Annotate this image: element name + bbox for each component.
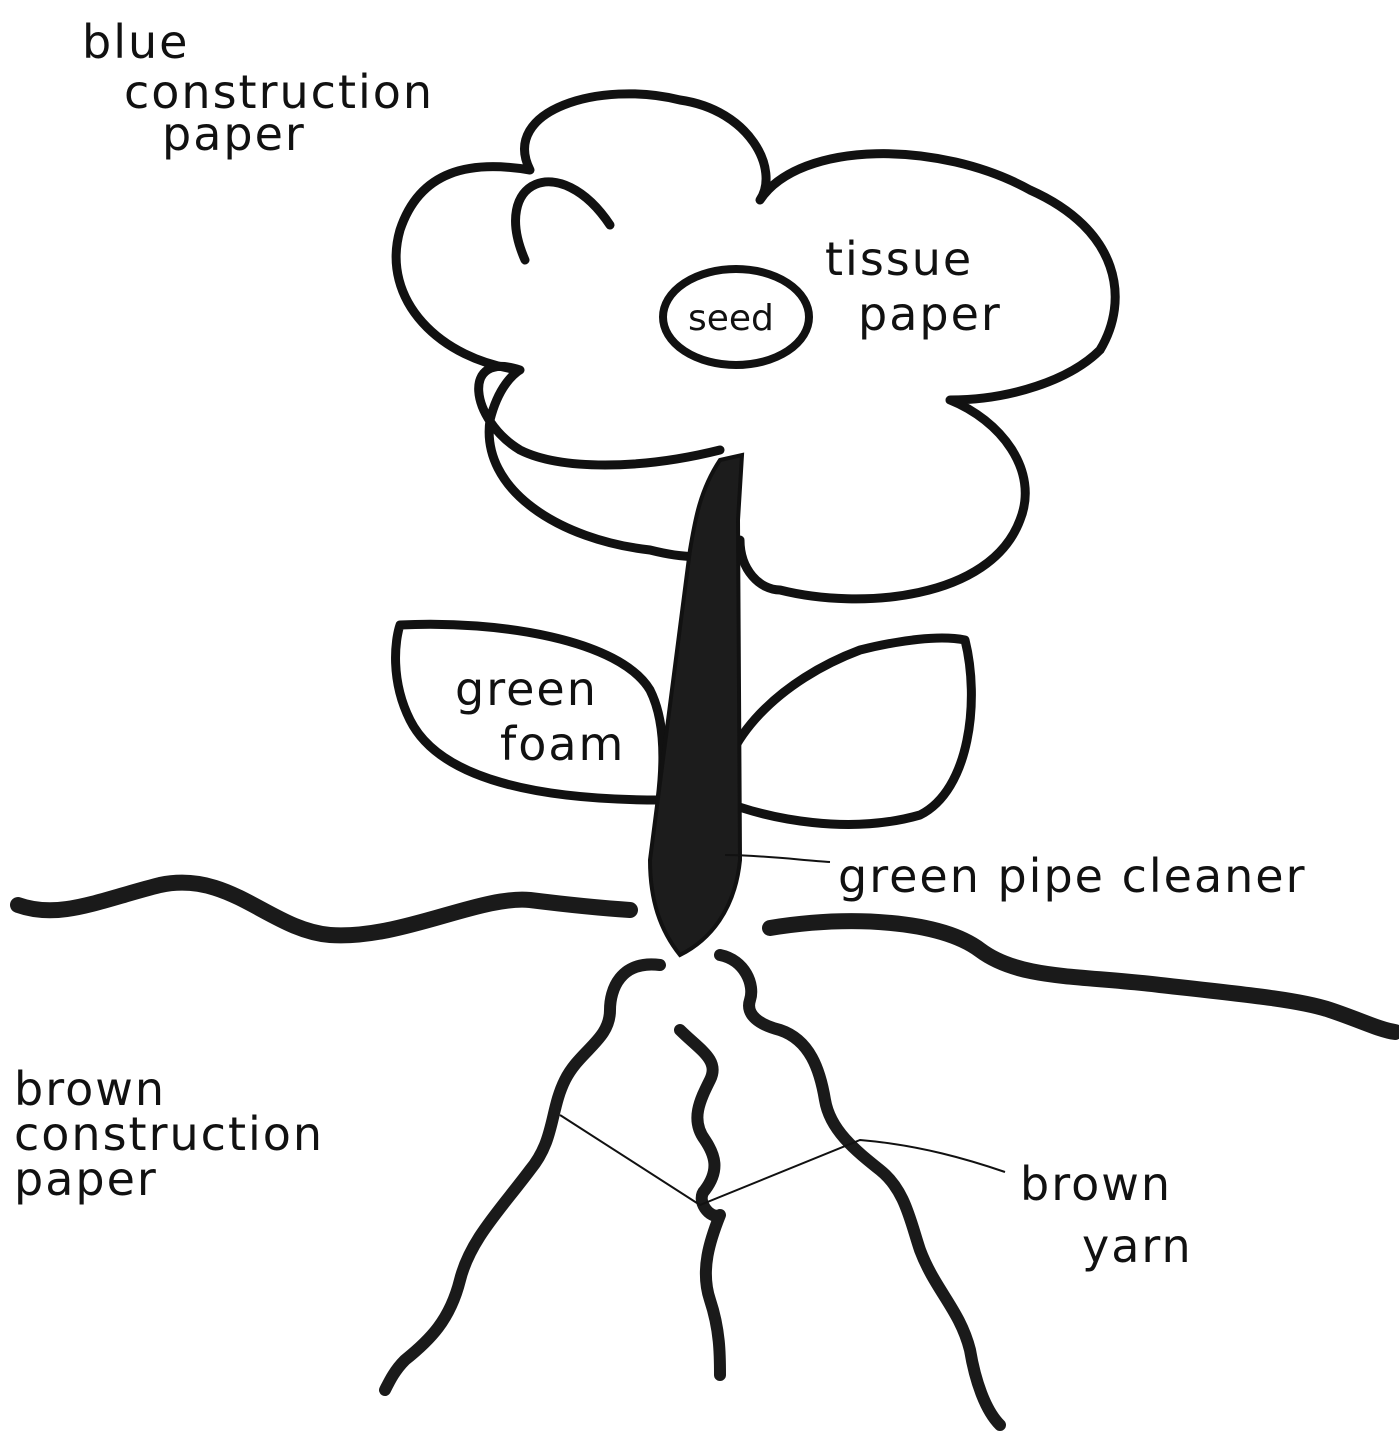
soil-line-right	[770, 921, 1395, 1032]
soil-line-left	[18, 883, 630, 936]
brown-paper-label: brown construction paper	[14, 1062, 324, 1206]
svg-text:paper: paper	[14, 1152, 158, 1206]
brown-yarn-label: brown yarn	[1020, 1157, 1193, 1273]
svg-text:brown: brown	[1020, 1157, 1172, 1211]
svg-text:foam: foam	[500, 717, 625, 771]
pipe-cleaner-label: green pipe cleaner	[838, 849, 1307, 903]
root-middle	[680, 1030, 720, 1375]
right-leaf	[720, 638, 971, 824]
background-label: blue construction paper	[82, 15, 434, 161]
svg-text:paper: paper	[162, 107, 306, 161]
svg-text:green: green	[455, 662, 598, 716]
svg-text:paper: paper	[858, 287, 1002, 341]
svg-text:yarn: yarn	[1082, 1219, 1193, 1273]
root-left	[385, 964, 660, 1390]
yarn-leader-lines	[560, 1115, 1005, 1205]
root-right	[720, 955, 1000, 1425]
svg-text:tissue: tissue	[825, 232, 973, 286]
svg-text:blue: blue	[82, 15, 189, 69]
seed-label: seed	[688, 298, 774, 339]
